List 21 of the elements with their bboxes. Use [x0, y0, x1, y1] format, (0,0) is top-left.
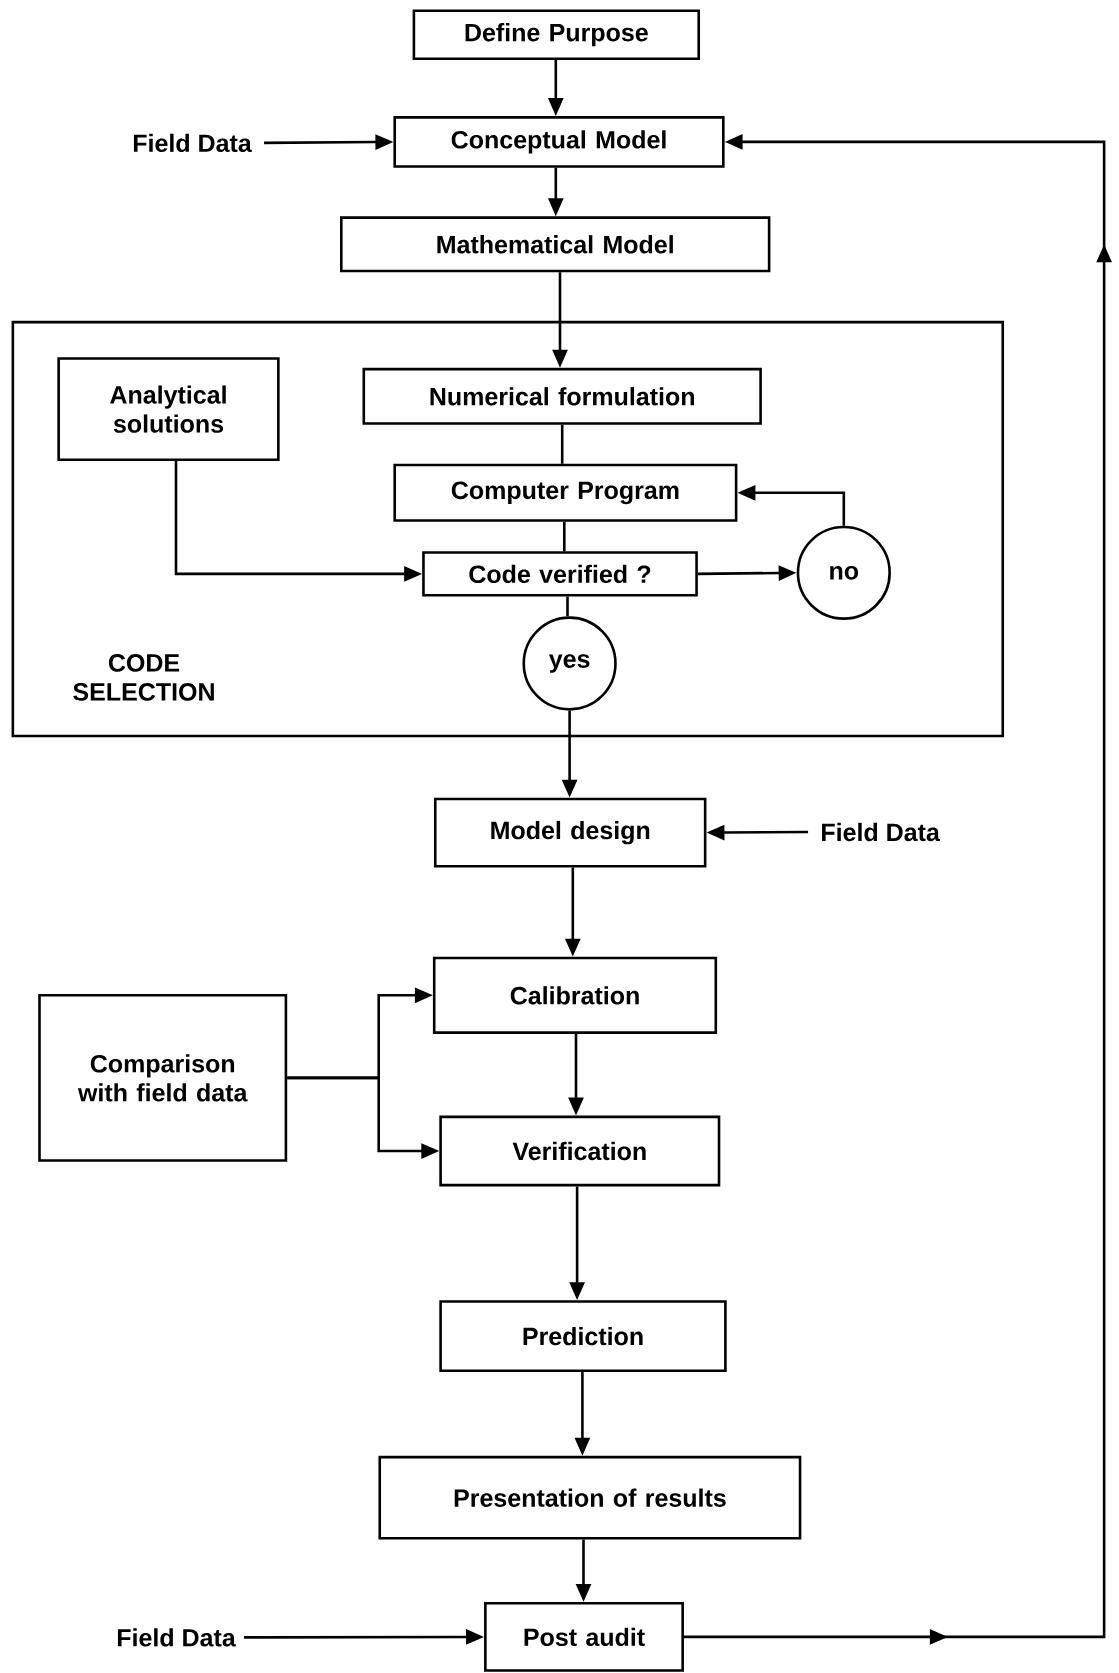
input-label: Field Data — [133, 133, 252, 153]
process-box: Mathematical Model — [340, 216, 771, 273]
connector-line — [560, 424, 564, 464]
process-box: Presentation of results — [378, 1455, 802, 1540]
process-box: Code verified ? — [422, 551, 698, 597]
process-box: Computer Program — [393, 463, 738, 522]
process-box: Verification — [439, 1115, 721, 1187]
process-box: Define Purpose — [412, 9, 700, 60]
process-box: Analytical solutions — [57, 357, 280, 462]
process-box: Conceptual Model — [393, 116, 725, 168]
connector-line — [566, 596, 569, 617]
process-box: Model design — [433, 797, 707, 868]
input-label: Field Data — [117, 1628, 236, 1647]
process-box: Comparison with field data — [38, 993, 288, 1162]
process-box: Calibration — [432, 956, 718, 1034]
arrow — [683, 134, 1112, 1645]
process-box: Numerical formulation — [362, 367, 762, 425]
input-label: Field Data — [822, 822, 940, 842]
process-box: Post audit — [484, 1602, 684, 1672]
process-box: Prediction — [439, 1300, 727, 1373]
connector-line — [563, 521, 566, 552]
